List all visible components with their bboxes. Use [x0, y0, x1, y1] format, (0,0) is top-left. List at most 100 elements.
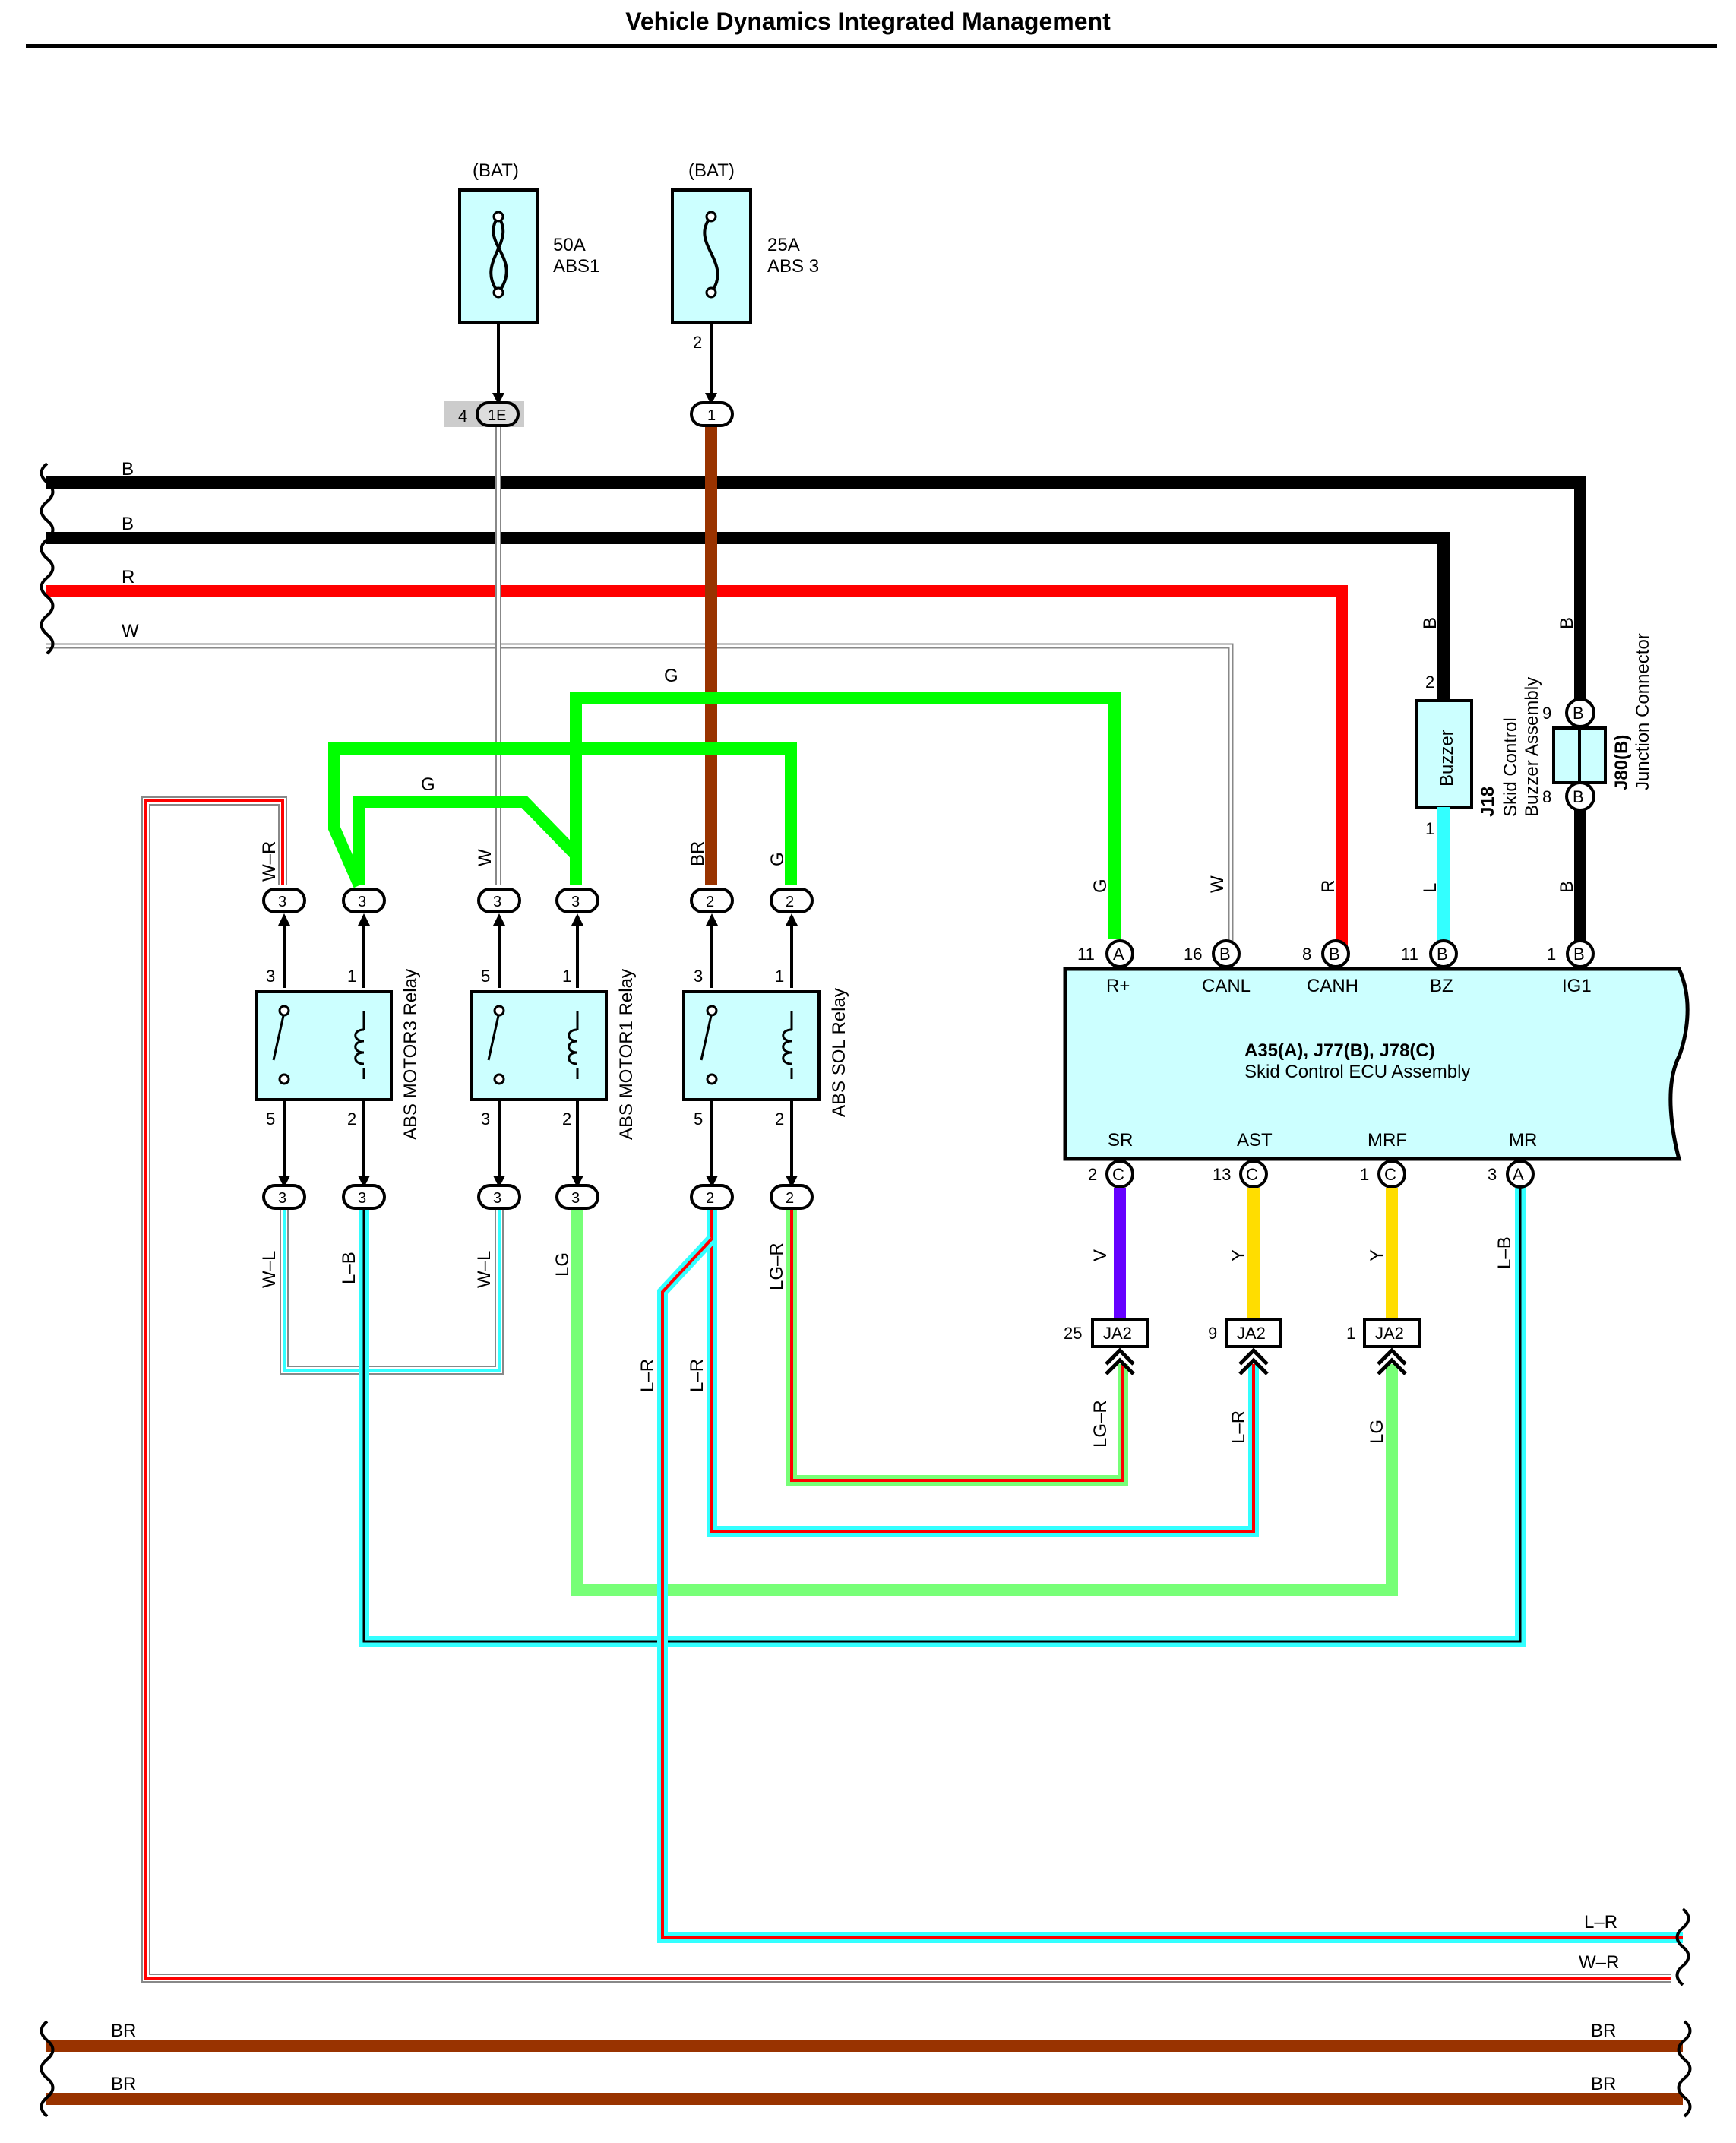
bus-label-b1: B	[122, 459, 134, 480]
diagram-label: LG–R	[767, 1242, 787, 1290]
diagram-label: J18	[1478, 787, 1498, 817]
diagram-label: Y	[1367, 1249, 1387, 1261]
diagram-label: 8	[1302, 945, 1311, 964]
diagram-label: B	[1573, 945, 1585, 964]
bus-break-left	[40, 462, 55, 655]
junction-label: 1E	[488, 407, 506, 424]
bus-label-w: W	[122, 621, 139, 641]
diagram-label: 3	[278, 894, 286, 910]
diagram-label: W–R	[1579, 1952, 1619, 1973]
fuse-source-label: (BAT)	[688, 160, 735, 181]
diagram-label: C	[1384, 1165, 1396, 1184]
diagram-label: L–R	[1584, 1912, 1617, 1932]
diagram-label: CANH	[1307, 976, 1358, 996]
diagram-label: B	[1437, 945, 1448, 964]
fuse-icon	[492, 215, 508, 294]
bus-b2-wire	[46, 532, 1450, 661]
diagram-label: 11	[1401, 945, 1418, 964]
bus-b1-wire	[46, 476, 1586, 718]
wire-label-g: G	[767, 852, 788, 866]
junction-label: 1	[707, 407, 716, 424]
title-rule	[26, 44, 1717, 48]
diagram-label: 8	[1542, 787, 1551, 806]
diagram-label: 16	[1184, 945, 1202, 964]
diagram-label: 2	[706, 1190, 714, 1207]
diagram-label: 13	[1213, 1165, 1231, 1184]
diagram-label: A	[1513, 1165, 1524, 1184]
relay-name: ABS MOTOR1 Relay	[616, 969, 637, 1140]
wire-label-br: BR	[688, 841, 708, 866]
diagram-label: 3	[493, 1190, 501, 1207]
wire-label-ecu-l: L	[1420, 883, 1440, 893]
diagram-label: 2	[562, 1109, 571, 1128]
ja2-connectors: JA2 25 JA2 9 JA2 1	[1064, 1318, 1421, 1375]
wire-label-ecu-g: G	[1090, 878, 1111, 893]
diagram-label: 2	[786, 1190, 794, 1207]
diagram-label: BR	[1591, 2074, 1616, 2094]
diagram-label: BR	[111, 2021, 136, 2041]
right-exits: L–R W–R	[1579, 1907, 1690, 1986]
wire-lb-mr	[359, 1174, 1526, 1647]
wire-label-ecu-b: B	[1557, 881, 1577, 893]
diagram-label: 11	[1077, 945, 1095, 964]
diagram-label: 25	[1064, 1324, 1082, 1343]
diagram-label: 3	[278, 1190, 286, 1207]
fuse-pin-label: 2	[693, 333, 702, 352]
coil-icon	[354, 1028, 365, 1065]
diagram-label: C	[1112, 1165, 1124, 1184]
relay-motor1: 5 1 3 2 ABS MOTOR1 Relay	[470, 967, 637, 1140]
diagram-label: 9	[1208, 1324, 1217, 1343]
wire-wl-loop	[280, 1207, 504, 1375]
bus-label-b2: B	[122, 514, 134, 534]
diagram-label: 2	[1088, 1165, 1097, 1184]
wire-lg	[571, 1207, 1398, 1596]
diagram-label: L–R	[687, 1359, 707, 1392]
diagram-label: 3	[493, 894, 501, 910]
wire-label-g-mid: G	[421, 774, 435, 795]
ecu-bottom-pins: SR C 2 AST C 13 MRF C 1 MR A 3	[1088, 1130, 1537, 1189]
bus-label-r: R	[122, 567, 134, 587]
diagram-label: J80(B)	[1611, 735, 1632, 790]
diagram-label: SR	[1108, 1130, 1133, 1151]
fuse-amp-label: 25A	[767, 235, 800, 255]
diagram-label: 1	[1425, 819, 1434, 838]
bottom-buses: BR BR BR BR	[40, 2020, 1692, 2118]
diagram-label: 3	[481, 1109, 490, 1128]
buzzer-assembly: 2 Buzzer 1 J18 Skid Control Buzzer Assem…	[1415, 673, 1542, 838]
diagram-label: L–B	[1494, 1236, 1515, 1269]
diagram-label: BZ	[1430, 976, 1453, 996]
diagram-label: 1	[347, 967, 356, 986]
diagram-label: LG–R	[1090, 1400, 1111, 1448]
diagram-label: Buzzer Assembly	[1522, 677, 1542, 817]
diagram-label: C	[1246, 1165, 1258, 1184]
relay-top-connectors: 3 3 3 3 2 2	[262, 888, 814, 913]
diagram-label: 5	[266, 1109, 275, 1128]
diagram-label: B	[1573, 704, 1584, 723]
diagram-label: IG1	[1562, 976, 1592, 996]
left-buses: B B R W	[40, 459, 1586, 954]
top-wire-labels: W–R W BR G G W R L B B B	[259, 617, 1577, 893]
diagram-label: 2	[347, 1109, 356, 1128]
diagram-label: 1	[562, 967, 571, 986]
coil-icon	[568, 1028, 578, 1065]
diagram-label: 9	[1542, 704, 1551, 723]
diagram-label: 3	[571, 1190, 580, 1207]
diagram-label: 3	[694, 967, 703, 986]
wire-label-g-top: G	[664, 666, 678, 686]
diagram-label: 3	[1488, 1165, 1497, 1184]
diagram-label: 3	[358, 894, 366, 910]
wire-label-w: W	[475, 849, 495, 866]
coil-icon	[782, 1028, 792, 1065]
ecu-title: A35(A), J77(B), J78(C)	[1244, 1040, 1435, 1061]
diagram-label: Buzzer	[1437, 730, 1457, 787]
relay-sol: 3 1 5 2 ABS SOL Relay	[682, 967, 849, 1128]
diagram-label: B	[1329, 945, 1340, 964]
diagram-label: MR	[1509, 1130, 1537, 1151]
fuse-abs1: (BAT) 50A ABS1	[458, 160, 599, 324]
skid-control-ecu: A35(A), J77(B), J78(C) Skid Control ECU …	[1063, 939, 1690, 1189]
wire-label-j80-b: B	[1557, 617, 1577, 629]
relay-name: ABS SOL Relay	[829, 988, 849, 1117]
page-title: Vehicle Dynamics Integrated Management	[625, 8, 1111, 35]
fuse-source-label: (BAT)	[473, 160, 519, 181]
